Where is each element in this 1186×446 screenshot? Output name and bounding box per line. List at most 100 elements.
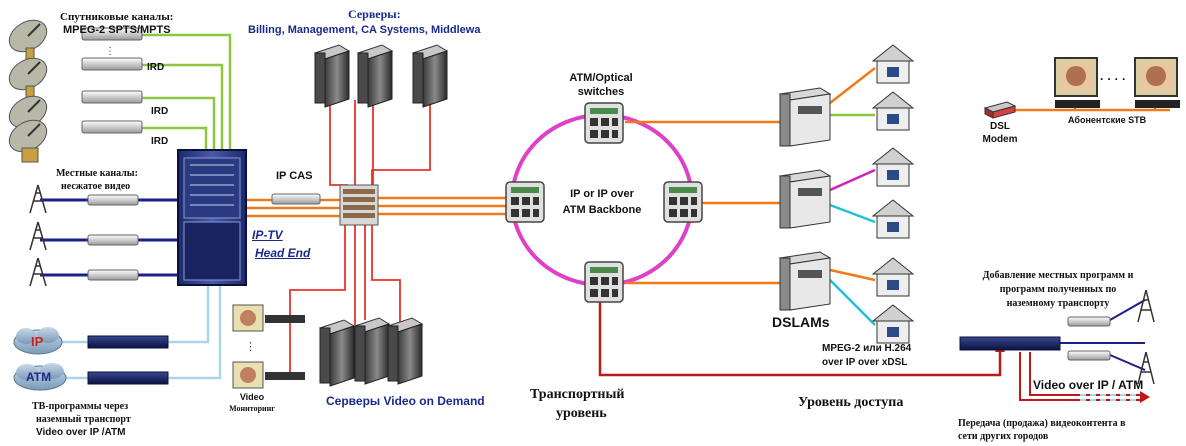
dsl-modem-icon	[983, 101, 1017, 119]
remote-receiver-box	[1067, 350, 1111, 361]
monitor-icon	[232, 361, 305, 389]
tv-programs-label-1: ТВ-программы через	[32, 401, 129, 412]
dslam-icon	[778, 87, 832, 147]
tv-icon	[1134, 57, 1178, 97]
monitor-link	[289, 225, 346, 375]
iptv-label-1: IP-TV	[252, 228, 283, 242]
home-icon	[871, 304, 915, 344]
satellite-subtitle: MPEG-2 SPTS/MPTS	[63, 24, 171, 36]
transport-red-link	[598, 300, 1002, 377]
servers-title: Серверы:	[348, 7, 401, 21]
ip-cas-box	[271, 193, 321, 205]
ird-box	[81, 120, 143, 134]
server-icon	[318, 319, 356, 387]
home-icon	[871, 147, 915, 187]
tv-programs-label-3: Video over IP /ATM	[36, 427, 126, 438]
antenna-tower-icon	[29, 257, 47, 287]
monitor-icon	[232, 304, 305, 332]
satellite-title: Спутниковые каналы:	[60, 11, 174, 23]
vod-servers	[318, 317, 424, 387]
satellite-dish-icon	[8, 19, 48, 63]
remote-encoder	[959, 289, 1155, 385]
dslam-icon	[778, 251, 832, 311]
atm-switch-icon	[584, 102, 624, 144]
local-add-label-3: наземному транспорту	[1006, 298, 1110, 309]
dslam-icon	[778, 169, 832, 229]
stb-box	[1135, 100, 1180, 108]
dsl-modem-label-2: Modem	[982, 134, 1018, 145]
satellite-dish-icon	[8, 119, 48, 163]
video-monitoring-label-1: Video	[239, 392, 265, 402]
svg-text:⋮: ⋮	[245, 341, 256, 353]
dslam-home-2b	[829, 203, 876, 224]
server-icon	[313, 44, 351, 108]
vod-servers-label: Серверы Video on Demand	[326, 394, 485, 408]
atm-link	[60, 275, 222, 380]
tv-icon	[1054, 57, 1098, 97]
local-title: Местные каналы:	[56, 168, 138, 179]
iptv-label-2: Head End	[255, 246, 311, 260]
server-link-3	[371, 95, 431, 185]
encoder-box	[87, 269, 139, 281]
sat-link-4	[140, 126, 208, 150]
remote-receiver-box	[1067, 316, 1111, 327]
antenna-tower-icon	[29, 184, 47, 214]
atm-switch-icon	[505, 181, 545, 223]
ird-box	[81, 27, 143, 41]
homes	[871, 44, 915, 344]
dslams	[778, 87, 832, 311]
ip-cloud-label: IP	[31, 334, 44, 349]
local-add-label-2: программ полученных по	[999, 284, 1117, 295]
ird-devices: ⋮	[81, 27, 143, 134]
antenna-tower-icon	[1137, 289, 1155, 323]
backbone-label-1: IP or IP over	[570, 188, 634, 200]
dslam-home-3b	[829, 279, 876, 326]
home-icon	[871, 199, 915, 239]
resale-label-2: сети других городов	[958, 431, 1049, 442]
home-icon	[871, 44, 915, 84]
atm-cloud-label: ATM	[26, 370, 52, 384]
access-level-label: Уровень доступа	[798, 395, 904, 410]
atm-switches	[505, 102, 703, 303]
home-icon	[871, 257, 915, 297]
sat-link-2	[140, 63, 224, 150]
resale-arrow	[1140, 391, 1150, 403]
antenna-tower-icon	[1137, 351, 1155, 385]
stb-box	[1055, 100, 1100, 108]
servers-subtitle: Billing, Management, CA Systems, Middlew…	[248, 24, 481, 36]
video-monitors: ⋮	[232, 304, 305, 389]
resale-label-1: Передача (продажа) видеоконтента в	[958, 418, 1126, 429]
vod-link-3	[371, 225, 401, 325]
video-over-ip-label: Video over IP / ATM	[1033, 378, 1144, 392]
svg-text:⋮: ⋮	[105, 46, 115, 57]
atm-cloud-icon	[13, 363, 67, 391]
server-icon	[353, 317, 391, 385]
ird-box	[81, 57, 143, 71]
subscriber-stb-label: Абонентские STB	[1068, 115, 1147, 125]
atm-switch-icon	[663, 181, 703, 223]
iptv-head-end-rack	[177, 149, 247, 286]
server-icon	[411, 44, 449, 108]
encoder-out-3	[1109, 354, 1146, 371]
ird-label-2: IRD	[151, 106, 169, 117]
subscriber-dots: · · · ·	[1100, 72, 1126, 86]
sat-link-1	[140, 33, 232, 150]
home-icon	[871, 91, 915, 131]
subscriber-side	[983, 57, 1180, 119]
server-link-1	[329, 100, 348, 186]
dslam-home-1a	[829, 67, 876, 104]
video-monitoring-label-2: Мониторинг	[229, 404, 275, 413]
encoder-box	[87, 194, 139, 206]
ip-cloud-icon	[13, 327, 63, 355]
dslams-label: DSLAMs	[772, 314, 830, 330]
encoder-box	[87, 234, 139, 246]
dslam-home-3a	[829, 268, 876, 282]
transport-level-label-1: Транспортный	[530, 387, 625, 402]
local-antennas	[29, 184, 139, 287]
local-subtitle: несжатое видео	[61, 181, 131, 192]
mpeg-label-2: over IP over xDSL	[822, 357, 908, 368]
encoder-out-2	[1109, 299, 1146, 321]
ip-cas-label: IP CAS	[276, 170, 313, 182]
tv-programs-label-2: наземный транспорт	[36, 414, 131, 425]
